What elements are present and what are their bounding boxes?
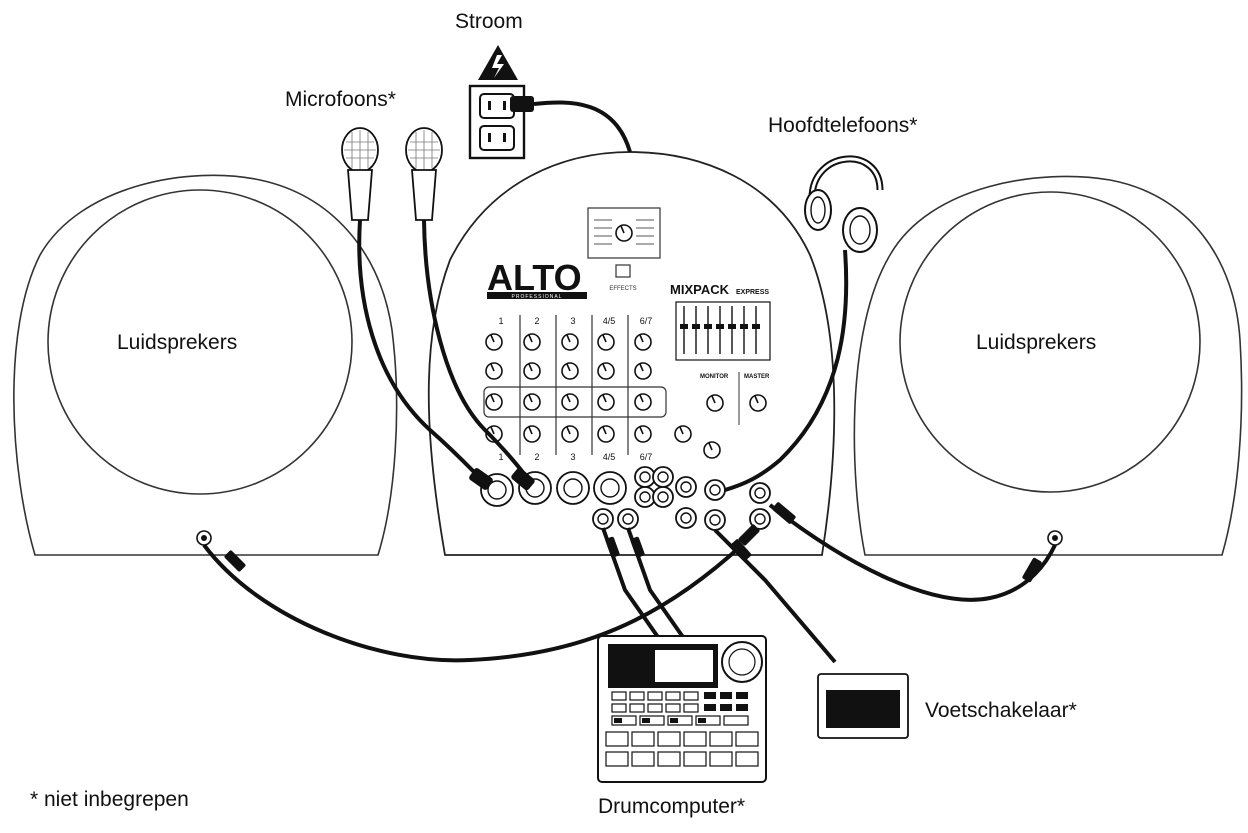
speaker-left-cable xyxy=(202,543,744,663)
microphones-label: Microfoons* xyxy=(285,88,396,111)
speaker-left-label: Luidsprekers xyxy=(117,331,238,354)
speaker-right-jack xyxy=(1047,530,1063,546)
headphones-label: Hoofdtelefoons* xyxy=(768,114,918,137)
speaker-right-label: Luidsprekers xyxy=(976,331,1097,354)
speaker-left xyxy=(13,174,398,556)
speaker-right-cable xyxy=(768,503,1057,602)
power-cable xyxy=(533,100,632,153)
mic-2-cable xyxy=(422,219,527,477)
input-label-6-7: 6/7 xyxy=(640,452,653,462)
input-jacks xyxy=(480,466,771,531)
channel-label-1: 1 xyxy=(498,316,503,326)
power-label: Stroom xyxy=(455,10,523,33)
drum-computer xyxy=(597,635,767,783)
master-label: MASTER xyxy=(744,374,770,380)
channel-label-6-7: 6/7 xyxy=(640,316,653,326)
graphic-eq xyxy=(675,301,771,361)
mic-1-plug xyxy=(469,468,493,490)
footnote: * niet inbegrepen xyxy=(30,788,189,811)
model-name: MIXPACK xyxy=(670,282,730,297)
effects-button xyxy=(615,264,631,278)
mic-2-plug xyxy=(511,467,535,491)
footswitch-label: Voetschakelaar* xyxy=(925,699,1077,722)
effects-label: EFFECTS xyxy=(609,286,636,292)
speaker-right-cone xyxy=(899,191,1201,493)
speaker-left-cone xyxy=(47,189,353,495)
brand-sub: PROFESSIONAL xyxy=(512,294,563,300)
power-outlet xyxy=(468,45,534,160)
input-label-3: 3 xyxy=(570,452,575,462)
speaker-left-jack xyxy=(196,530,212,546)
brand-bar xyxy=(487,292,587,299)
input-label-4-5: 4/5 xyxy=(603,452,616,462)
microphone-2 xyxy=(405,127,443,221)
speaker-right xyxy=(853,175,1243,556)
footswitch xyxy=(817,673,909,739)
headphones xyxy=(804,155,884,253)
mixer: EFFECTS ALTO PROFESSIONAL MIXPACK EXPRES… xyxy=(427,151,836,556)
channel-label-3: 3 xyxy=(570,316,575,326)
input-label-1: 1 xyxy=(498,452,503,462)
model-suffix: EXPRESS xyxy=(736,289,769,296)
channel-label-2: 2 xyxy=(534,316,539,326)
headphones-cable xyxy=(724,249,849,492)
brand-logo: ALTO xyxy=(487,257,582,298)
warning-icon xyxy=(478,45,518,80)
monitor-label: MONITOR xyxy=(700,374,729,380)
channel-label-4-5: 4/5 xyxy=(603,316,616,326)
drum-computer-label: Drumcomputer* xyxy=(598,795,746,818)
mic-1-cable xyxy=(357,219,482,480)
fx-send-row xyxy=(483,386,667,418)
footswitch-pedal xyxy=(826,690,900,728)
mixer-body xyxy=(427,151,836,556)
microphone-1 xyxy=(341,127,379,221)
input-label-2: 2 xyxy=(534,452,539,462)
